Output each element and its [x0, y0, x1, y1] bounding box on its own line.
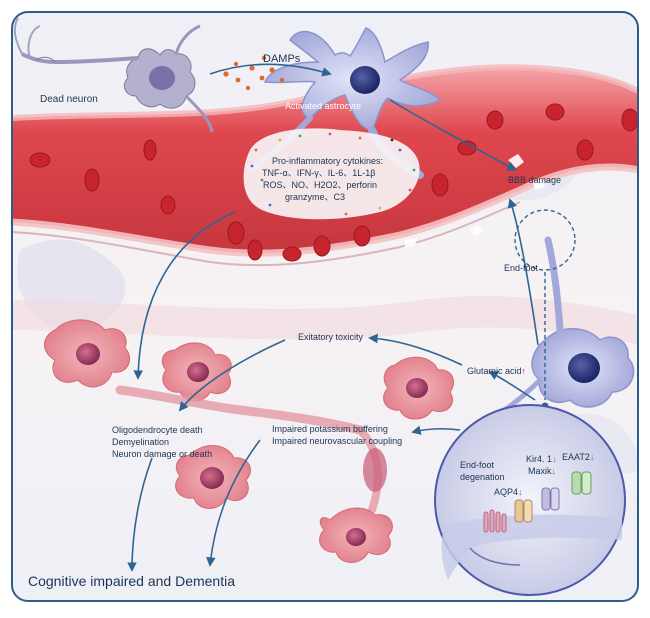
kir-label: Kir4. 1↓ — [526, 454, 557, 464]
demyelination-label: Demyelination — [112, 437, 169, 447]
eaat2-text: EAAT2 — [562, 452, 590, 462]
maxik-label: Maxik↓ — [528, 466, 556, 476]
red-blood-cell — [282, 246, 302, 262]
endfoot-zoom-panel — [434, 404, 626, 596]
figure-frame — [11, 11, 639, 602]
astrocyte-nucleus — [350, 66, 380, 94]
cytokines-line-4: granzyme、C3 — [285, 192, 345, 202]
cytokines-line-3: ROS、NO、H2O2、perforin — [263, 180, 377, 190]
arrow-cytokines-to-oligodendrocyte — [133, 211, 236, 380]
eaat2-label: EAAT2↓ — [562, 452, 594, 462]
neuron-damage-label: Neuron damage or death — [112, 449, 212, 459]
cytokines-line-2: TNF-α、IFN-γ、IL-6、1L-1β — [262, 168, 375, 178]
outcome-label: Cognitive impaired and Dementia — [28, 573, 235, 589]
dead-neuron — [13, 17, 214, 133]
red-blood-cells — [29, 103, 638, 262]
cytokines-line-1: Pro-inflammatory cytokines: — [272, 156, 383, 166]
exitatory-toxicity-label: Exitatory toxicity — [298, 332, 364, 342]
bbb-break-marks — [405, 154, 545, 247]
red-blood-cell — [545, 103, 565, 121]
dead-neuron-nucleus — [149, 66, 175, 90]
arrow-to-outcome-left — [127, 457, 153, 572]
arrow-to-outcome-right — [206, 439, 261, 567]
red-blood-cell — [247, 239, 263, 261]
lower-vessel — [12, 295, 638, 345]
endfoot-degeneration-line-2: degenation — [460, 472, 505, 482]
eaat2-channel — [571, 471, 592, 495]
aqp4-text: AQP4 — [494, 487, 518, 497]
red-blood-cell — [431, 173, 449, 197]
impaired-neurovascular-label: Impaired neurovascular coupling — [272, 436, 402, 446]
aqp4-channel — [483, 509, 507, 533]
eaat2-down-arrow: ↓ — [590, 452, 595, 462]
red-blood-cell — [353, 225, 371, 247]
glutamic-acid-label: Glutamic acid↑ — [467, 366, 526, 376]
activated-astrocyte-label: Activated astrocyte — [285, 101, 361, 111]
end-foot-highlight — [514, 209, 576, 271]
maxik-text: Maxik — [528, 466, 552, 476]
arrow-damps — [209, 63, 332, 77]
damps-particles — [223, 55, 285, 91]
glutamic-acid-text: Glutamic acid — [467, 366, 522, 376]
red-blood-cell — [29, 152, 51, 168]
kir-text: Kir4. 1 — [526, 454, 552, 464]
bbb-damage-label: BBB damage — [508, 175, 561, 185]
kir-channel — [514, 499, 533, 523]
maxik-down-arrow: ↓ — [552, 466, 557, 476]
kir-down-arrow: ↓ — [552, 454, 557, 464]
impaired-potassium-label: Impaired potassium buffering — [272, 424, 388, 434]
arrow-endfoot-degeneration — [411, 425, 461, 435]
endfoot-degeneration-line-1: End-foot — [460, 460, 495, 470]
dead-neuron-label: Dead neuron — [40, 94, 98, 105]
red-blood-cell — [84, 168, 100, 192]
red-blood-cell — [160, 195, 176, 215]
arrow-astrocyte-to-bbb — [389, 99, 517, 171]
oligodendrocytes — [44, 319, 454, 563]
red-blood-cell — [576, 139, 594, 161]
arrows — [127, 63, 539, 572]
red-blood-cell — [621, 108, 638, 132]
aqp4-label: AQP4↓ — [494, 487, 523, 497]
glutamic-acid-up-arrow: ↑ — [522, 366, 527, 376]
cytokine-region — [243, 128, 420, 220]
damps-label: DAMPs — [263, 53, 301, 65]
arrow-endfoot-to-bbb — [507, 198, 539, 346]
red-blood-cell — [313, 235, 331, 257]
right-astrocyte-nucleus — [568, 353, 600, 383]
arrow-to-glutamic-acid — [488, 371, 536, 401]
red-blood-cell — [227, 221, 245, 245]
arrow-glutamate-to-toxicity — [368, 333, 463, 366]
arrow-toxicity-to-oligodendrocyte — [178, 339, 286, 412]
aqp4-down-arrow: ↓ — [518, 487, 523, 497]
end-foot-label: End-foot — [504, 263, 539, 273]
red-blood-cell — [486, 110, 504, 130]
oligodendrocyte-death-label: Oligodendrocyte death — [112, 425, 203, 435]
red-blood-cell — [143, 139, 157, 161]
maxik-channel — [541, 487, 560, 511]
cytokine-dots — [250, 132, 416, 216]
